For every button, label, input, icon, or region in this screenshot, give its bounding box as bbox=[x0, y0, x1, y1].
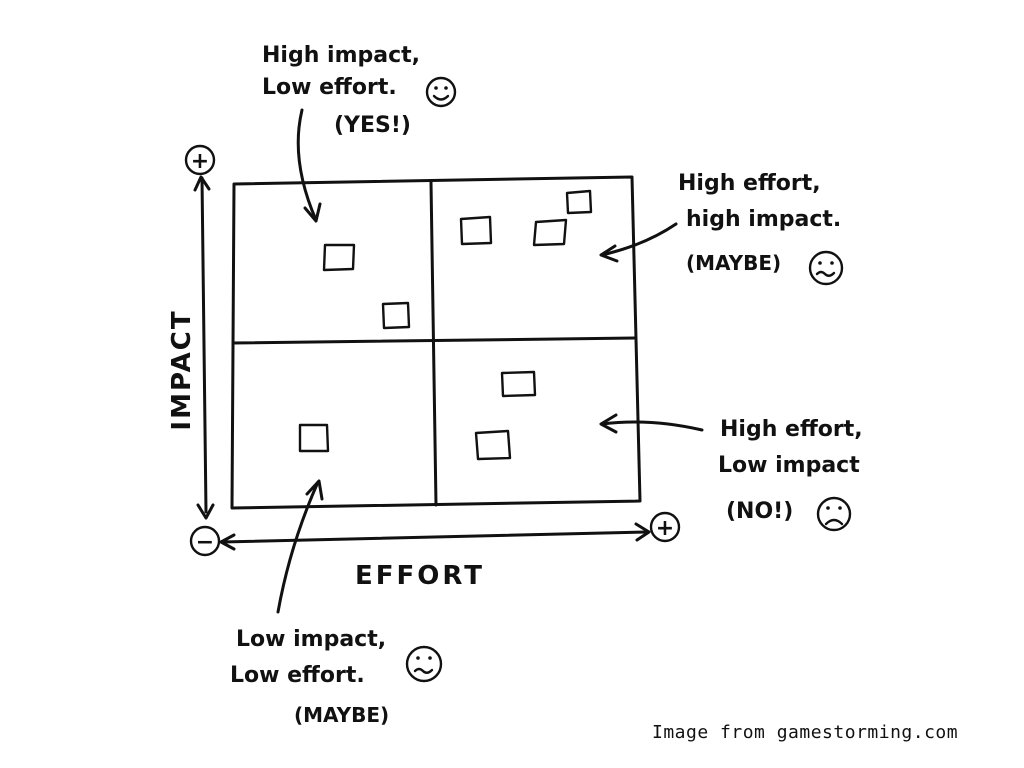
annotation-line: (YES!) bbox=[334, 113, 411, 138]
annotation-arrowhead bbox=[305, 479, 324, 501]
sticky-note bbox=[381, 301, 411, 330]
impact-axis-label: IMPACT bbox=[167, 309, 197, 430]
annotation-arrowhead bbox=[599, 413, 618, 434]
matrix-grid bbox=[230, 175, 642, 510]
annotation-high-effort-high-impact: High effort, high impact. (MAYBE) bbox=[599, 171, 844, 286]
matrix-horizontal-divider bbox=[231, 336, 637, 345]
effort-minus-sign: − bbox=[196, 530, 214, 555]
sticky-note bbox=[500, 370, 537, 398]
sticky-note bbox=[532, 218, 568, 247]
image-credit: Image from gamestorming.com bbox=[652, 722, 959, 743]
happy-face-icon bbox=[425, 76, 457, 108]
annotation-line: (MAYBE) bbox=[686, 251, 781, 275]
effort-axis-line bbox=[220, 530, 650, 544]
annotation-line: Low impact, bbox=[236, 627, 386, 652]
effort-axis-arrowhead-left bbox=[219, 533, 236, 551]
annotation-line: (MAYBE) bbox=[294, 703, 389, 727]
annotation-line: High impact, bbox=[262, 43, 420, 68]
sticky-note bbox=[298, 423, 330, 453]
effort-axis: − + EFFORT bbox=[189, 511, 681, 591]
annotation-line: high impact. bbox=[686, 207, 841, 232]
effort-minus-circle bbox=[189, 525, 221, 557]
sticky-note bbox=[474, 429, 512, 461]
annotation-arrowhead bbox=[303, 202, 322, 223]
annotation-low-impact-low-effort: Low impact, Low effort. (MAYBE) bbox=[230, 479, 443, 727]
wavy-mouth-face-icon bbox=[405, 645, 443, 683]
wavy-mouth-face-icon bbox=[808, 250, 844, 286]
annotation-line: Low effort. bbox=[230, 663, 365, 688]
impact-plus-sign: + bbox=[191, 149, 209, 174]
sticky-note bbox=[565, 189, 593, 215]
impact-axis: + IMPACT bbox=[167, 144, 216, 520]
matrix-outline bbox=[230, 175, 642, 510]
annotation-line: Low impact bbox=[718, 453, 860, 478]
annotation-arrow bbox=[600, 222, 678, 257]
sticky-note bbox=[459, 215, 493, 246]
effort-plus-sign: + bbox=[656, 516, 674, 541]
effort-axis-label: EFFORT bbox=[355, 561, 485, 591]
annotation-arrowhead bbox=[599, 244, 619, 263]
sticky-note bbox=[322, 243, 356, 272]
impact-plus-circle bbox=[184, 144, 216, 176]
annotation-arrow bbox=[296, 108, 318, 222]
sticky-notes bbox=[298, 189, 593, 461]
annotation-arrow bbox=[276, 480, 320, 614]
annotation-high-impact-low-effort: High impact, Low effort. (YES!) bbox=[262, 43, 457, 223]
annotation-line: Low effort. bbox=[262, 75, 397, 100]
matrix-vertical-divider bbox=[429, 180, 438, 507]
sad-face-icon bbox=[816, 496, 852, 532]
annotation-line: (NO!) bbox=[726, 499, 793, 524]
annotation-line: High effort, bbox=[678, 171, 821, 196]
annotation-high-effort-low-impact: High effort, Low impact (NO!) bbox=[599, 413, 863, 532]
impact-axis-arrowhead-up bbox=[193, 175, 211, 192]
annotation-arrow bbox=[600, 420, 704, 432]
impact-axis-line bbox=[200, 176, 208, 514]
annotation-line: High effort, bbox=[720, 417, 863, 442]
effort-plus-circle bbox=[649, 511, 681, 543]
impact-axis-arrowhead-down bbox=[196, 503, 215, 520]
effort-axis-arrowhead-right bbox=[634, 522, 651, 542]
